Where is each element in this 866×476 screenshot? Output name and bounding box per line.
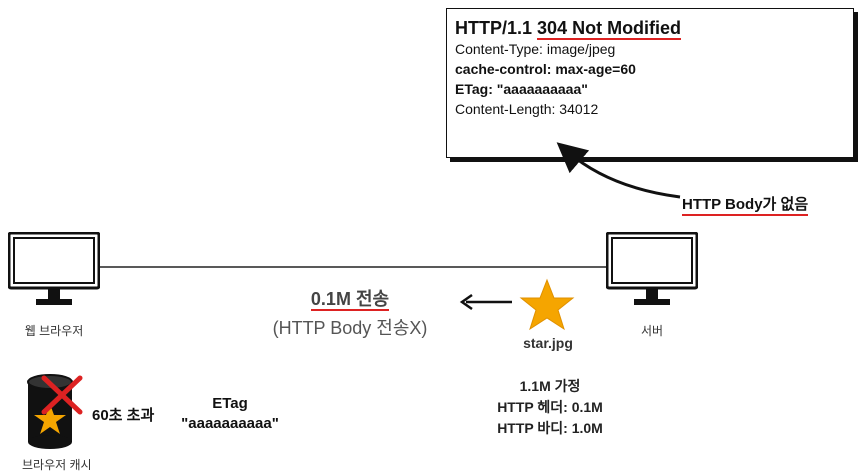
header-cache-control: cache-control: max-age=60: [455, 61, 636, 77]
client-label: 웹 브라우저: [24, 324, 84, 338]
status-prefix: HTTP/1.1: [455, 18, 533, 38]
size-body: HTTP 바디: 1.0M: [497, 420, 603, 436]
size-header: HTTP 헤더: 0.1M: [497, 399, 603, 415]
transfer-amount: 0.1M 전송: [250, 285, 450, 311]
server-monitor-icon: [606, 232, 698, 305]
file-name: star.jpg: [523, 335, 573, 351]
header-etag: ETag: "aaaaaaaaaa": [455, 81, 588, 97]
no-body-note-text: HTTP Body가 없음: [682, 196, 809, 216]
size-total: 1.1M 가정: [519, 378, 581, 394]
size-assumptions: 1.1M 가정 HTTP 헤더: 0.1M HTTP 바디: 1.0M: [470, 376, 630, 439]
cached-etag-value: "aaaaaaaaaa": [181, 415, 279, 432]
star-icon: [519, 278, 575, 331]
cached-etag-label: ETag: [212, 395, 248, 412]
transfer-amount-text: 0.1M 전송: [310, 289, 390, 311]
server-label: 서버: [640, 324, 664, 338]
transfer-detail: (HTTP Body 전송X): [272, 318, 428, 338]
left-arrow-icon: [459, 293, 512, 311]
browser-cache-icon: [27, 374, 83, 449]
header-content-type: Content-Type: image/jpeg: [455, 41, 616, 57]
response-message-box: HTTP/1.1 304 Not Modified Content-Type: …: [446, 8, 854, 158]
header-content-length: Content-Length: 34012: [455, 101, 599, 117]
no-body-note: HTTP Body가 없음: [682, 193, 809, 216]
cached-etag: ETag "aaaaaaaaaa": [160, 394, 300, 434]
browser-cache-label: 브라우저 캐시: [22, 458, 92, 472]
status-line: HTTP/1.1 304 Not Modified: [455, 17, 845, 40]
expired-label: 60초 초과: [92, 407, 155, 424]
status-code: 304 Not Modified: [537, 18, 682, 40]
client-monitor-icon: [8, 232, 100, 305]
